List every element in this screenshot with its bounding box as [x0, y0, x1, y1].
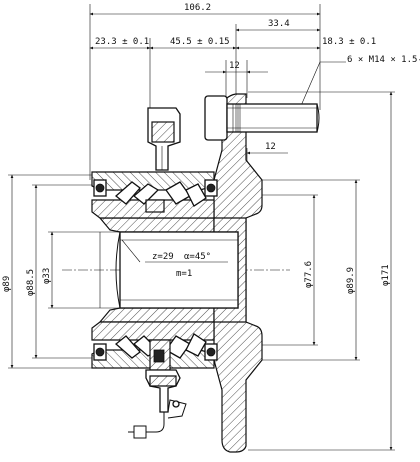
right-dimensions: φ77.6 φ89.9 φ171: [304, 91, 393, 451]
dim-dia-77-6: φ77.6: [304, 261, 314, 288]
hub-spindle: [98, 217, 247, 323]
lower-bearing-assembly: [91, 321, 218, 369]
dim-left-flange: 23.3 ± 0.1: [95, 37, 149, 47]
spline-module: m=1: [176, 269, 192, 279]
upper-bearing-assembly: [91, 171, 218, 219]
dim-dia-88-5: φ88.5: [26, 269, 36, 296]
spline-teeth: z=29: [152, 252, 174, 262]
dim-stud-head-len: 12: [229, 61, 240, 71]
upper-sensor-block: [147, 107, 181, 171]
dim-dia-33: φ33: [42, 268, 52, 284]
dim-overall-width: 106.2: [184, 3, 211, 13]
dim-dia-171: φ171: [381, 264, 391, 286]
dim-bearing-span: 45.5 ± 0.15: [170, 37, 230, 47]
spline-annotation: z=29 α=45° m=1: [121, 239, 228, 279]
dim-dia-89-9: φ89.9: [346, 267, 356, 294]
dim-dia-89: φ89: [2, 276, 12, 292]
dim-right-flange: 18.3 ± 0.1: [322, 37, 376, 47]
dim-thread-spec: 6 × M14 × 1.5-6g: [347, 55, 420, 65]
dim-stud-offset: 33.4: [268, 19, 290, 29]
left-dimensions: φ89 φ88.5 φ33: [2, 174, 54, 369]
wheel-stud: [204, 95, 320, 141]
top-dimensions: 106.2 33.4 23.3 ± 0.1 45.5 ± 0.15 18.3 ±…: [89, 3, 420, 155]
dim-stud-shank-len: 12: [265, 142, 276, 152]
extension-lines: [8, 4, 395, 451]
lower-sensor: [128, 339, 187, 439]
spline-angle: α=45°: [184, 252, 211, 262]
